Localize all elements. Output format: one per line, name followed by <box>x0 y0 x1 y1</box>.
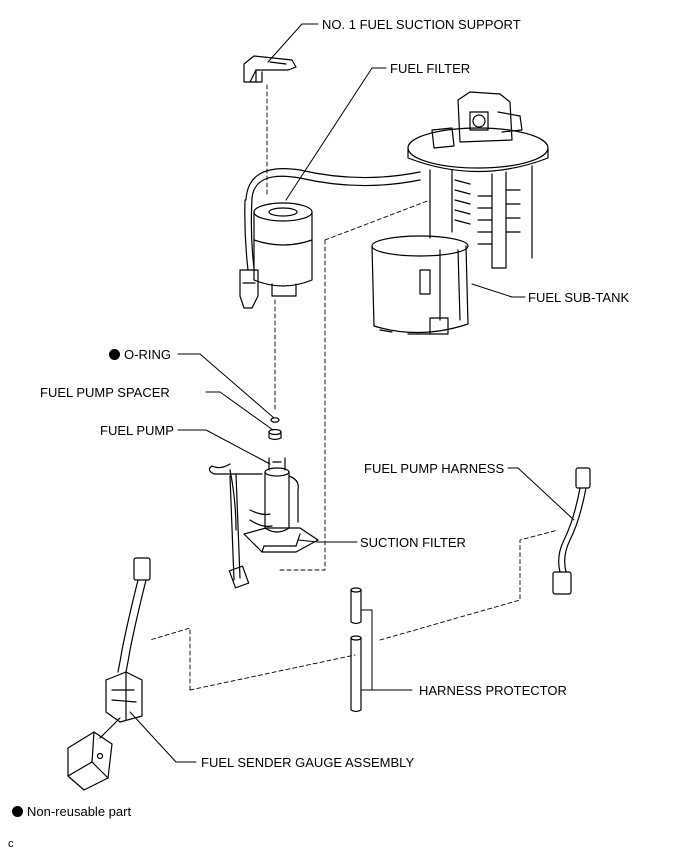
suction-support-part <box>243 55 297 83</box>
label-suction-support: NO. 1 FUEL SUCTION SUPPORT <box>322 17 521 32</box>
label-leader-lines <box>129 23 575 763</box>
label-suction-filter: SUCTION FILTER <box>360 535 466 550</box>
corner-mark: c <box>8 838 14 850</box>
non-reusable-dot-icon <box>109 349 120 360</box>
non-reusable-dot-icon <box>12 806 23 817</box>
harness-protector-part <box>350 587 362 713</box>
label-o-ring: O-RING <box>109 347 171 362</box>
label-o-ring-text: O-RING <box>124 347 171 362</box>
pump-spacer-part <box>268 428 282 441</box>
legend-non-reusable: Non-reusable part <box>12 804 131 819</box>
fuel-sub-tank-part <box>371 91 549 335</box>
label-pump-spacer: FUEL PUMP SPACER <box>40 385 170 400</box>
label-pump-harness: FUEL PUMP HARNESS <box>364 461 505 476</box>
label-fuel-filter: FUEL FILTER <box>390 61 471 76</box>
label-sender-gauge: FUEL SENDER GAUGE ASSEMBLY <box>201 755 415 770</box>
o-ring-part <box>270 417 280 423</box>
assembly-dashed-lines <box>149 84 559 691</box>
label-harness-protector: HARNESS PROTECTOR <box>419 683 567 698</box>
fuel-filter-part <box>239 168 421 309</box>
label-fuel-pump: FUEL PUMP <box>100 423 174 438</box>
fuel-pump-part <box>208 457 299 589</box>
legend-non-reusable-text: Non-reusable part <box>27 804 132 819</box>
label-sub-tank: FUEL SUB-TANK <box>528 290 630 305</box>
fuel-pump-harness-part <box>552 467 591 595</box>
sender-gauge-part <box>67 557 151 791</box>
